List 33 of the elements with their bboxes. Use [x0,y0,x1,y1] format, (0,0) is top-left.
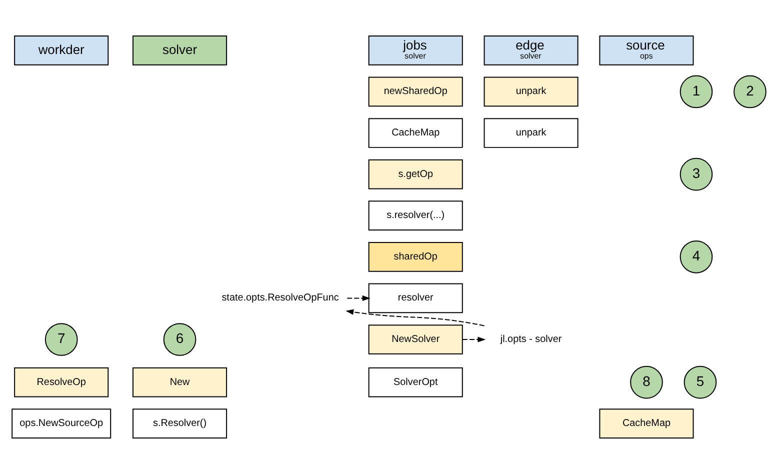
node-box: s.getOp [368,159,463,190]
node-box: New [132,367,228,398]
node-box: source ops [599,35,694,66]
arrow [462,336,486,342]
node-circle: 6 [163,323,196,356]
node-box: resolver [368,283,463,314]
node-box: NewSolver [368,324,463,354]
node-circle: 4 [680,240,713,274]
node-box: s.Resolver() [132,408,228,439]
node-circle: 3 [680,158,713,191]
node-text: state.opts.ResolveOpFunc [222,292,339,304]
node-circle: 7 [44,323,78,356]
node-box: unpark [484,76,578,107]
node-box: SolverOpt [368,367,463,398]
arrow [346,295,370,301]
node-box: jobs solver [368,35,463,66]
node-circle: 2 [734,75,766,108]
node-circle: 8 [630,366,663,399]
node-box: unpark [484,118,578,148]
node-box: s.resolver(...) [368,200,463,231]
node-box: sharedOp [368,242,463,272]
node-box: ResolveOp [14,367,109,398]
node-box: CacheMap [599,408,694,439]
node-box: solver [132,35,228,66]
arrow [346,309,485,326]
node-box: ops.NewSourceOp [12,408,112,439]
node-circle: 5 [684,366,717,399]
node-box: newSharedOp [368,76,463,107]
node-box: workder [14,35,109,66]
node-circle: 1 [680,75,713,108]
node-text: jl.opts - solver [500,334,562,345]
node-box: edge solver [484,35,578,66]
node-box: CacheMap [368,118,463,148]
